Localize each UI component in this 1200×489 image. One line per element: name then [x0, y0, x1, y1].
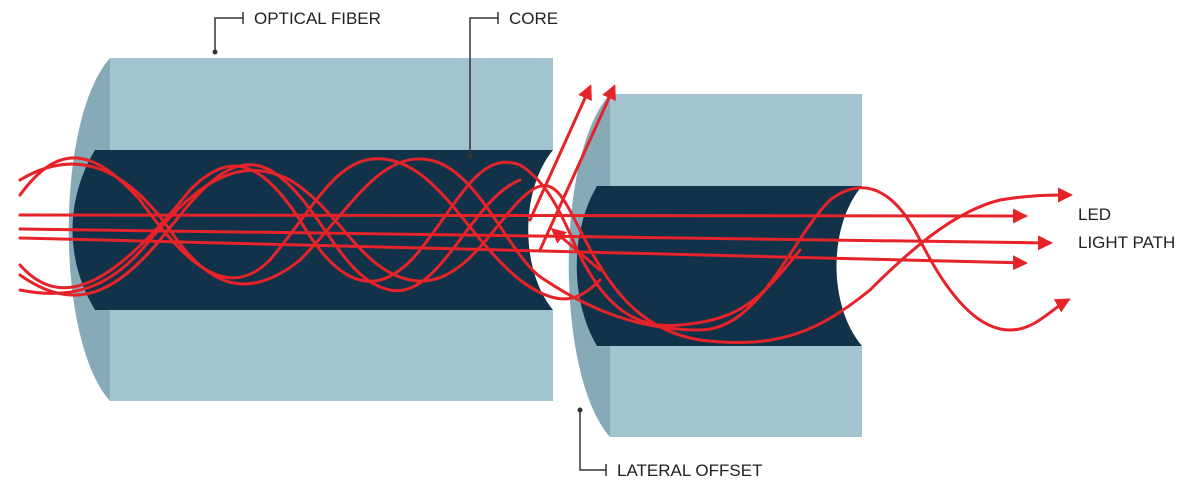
light-ray: [528, 84, 592, 222]
optical-fiber-leader: [214, 17, 243, 52]
led-label: LED: [1078, 205, 1111, 224]
core-label: CORE: [509, 9, 558, 28]
light-ray: [18, 160, 802, 328]
leader-lines: [212, 12, 607, 476]
light-rays: [18, 84, 1073, 344]
right-fiber: [568, 94, 862, 437]
light-ray: [18, 227, 1053, 251]
left-fiber: [68, 58, 553, 401]
light-ray: [18, 236, 1028, 271]
light-ray: [538, 84, 616, 252]
lateral-offset-leader: [579, 410, 606, 471]
lateral-offset-label: LATERAL OFFSET: [617, 461, 762, 480]
right-fiber-core-end: [836, 186, 862, 346]
light-ray: [18, 163, 522, 297]
left-fiber-core: [72, 150, 553, 310]
optical-fiber-label: OPTICAL FIBER: [254, 9, 381, 28]
right-fiber-core: [576, 186, 862, 346]
core-leader: [469, 17, 498, 156]
light-ray: [550, 228, 602, 272]
light-ray: [18, 208, 1028, 224]
light-path-label: LIGHT PATH: [1078, 233, 1175, 252]
